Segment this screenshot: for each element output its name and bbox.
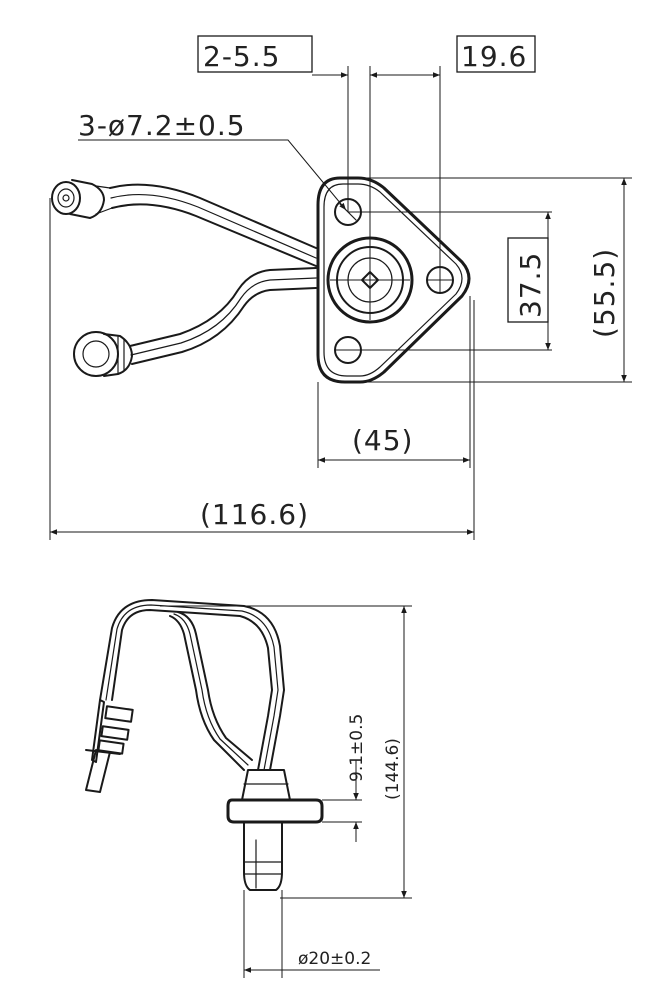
- top-view: 2-5.5 19.6 3-ø7.2±0.5: [49, 35, 632, 540]
- side-view: 9.1±0.5 (144.6) ø20±0.2: [85, 599, 412, 978]
- hole-spacing-box: [197, 35, 313, 73]
- width-flange-label: (45): [352, 424, 413, 457]
- side-flange: [226, 798, 324, 824]
- offset-dim-label: 19.6: [461, 40, 527, 73]
- height-inner-box: [507, 237, 549, 323]
- diameter-label: ø20±0.2: [298, 949, 371, 969]
- upper-pipe: [109, 183, 317, 267]
- width-total-label: (116.6): [200, 498, 309, 531]
- lower-connector: [73, 331, 133, 377]
- side-cylinder: [243, 821, 283, 891]
- flange-outline: [316, 176, 471, 384]
- side-connector: [85, 699, 134, 793]
- upper-connector: [51, 179, 113, 219]
- bolt-hole-right: [426, 266, 454, 294]
- flange-thickness-label: 9.1±0.5: [347, 714, 367, 782]
- height-inner-label: 37.5: [514, 252, 547, 318]
- side-boss: [241, 769, 291, 801]
- hole-spacing-label: 2-5.5: [203, 40, 280, 73]
- total-height-label: (144.6): [383, 738, 403, 800]
- center-boss: [326, 236, 414, 324]
- height-outer-label: (55.5): [588, 248, 621, 338]
- hole-spec-label: 3-ø7.2±0.5: [78, 109, 246, 142]
- offset-dim-box: [456, 35, 536, 73]
- lower-pipe: [129, 267, 317, 365]
